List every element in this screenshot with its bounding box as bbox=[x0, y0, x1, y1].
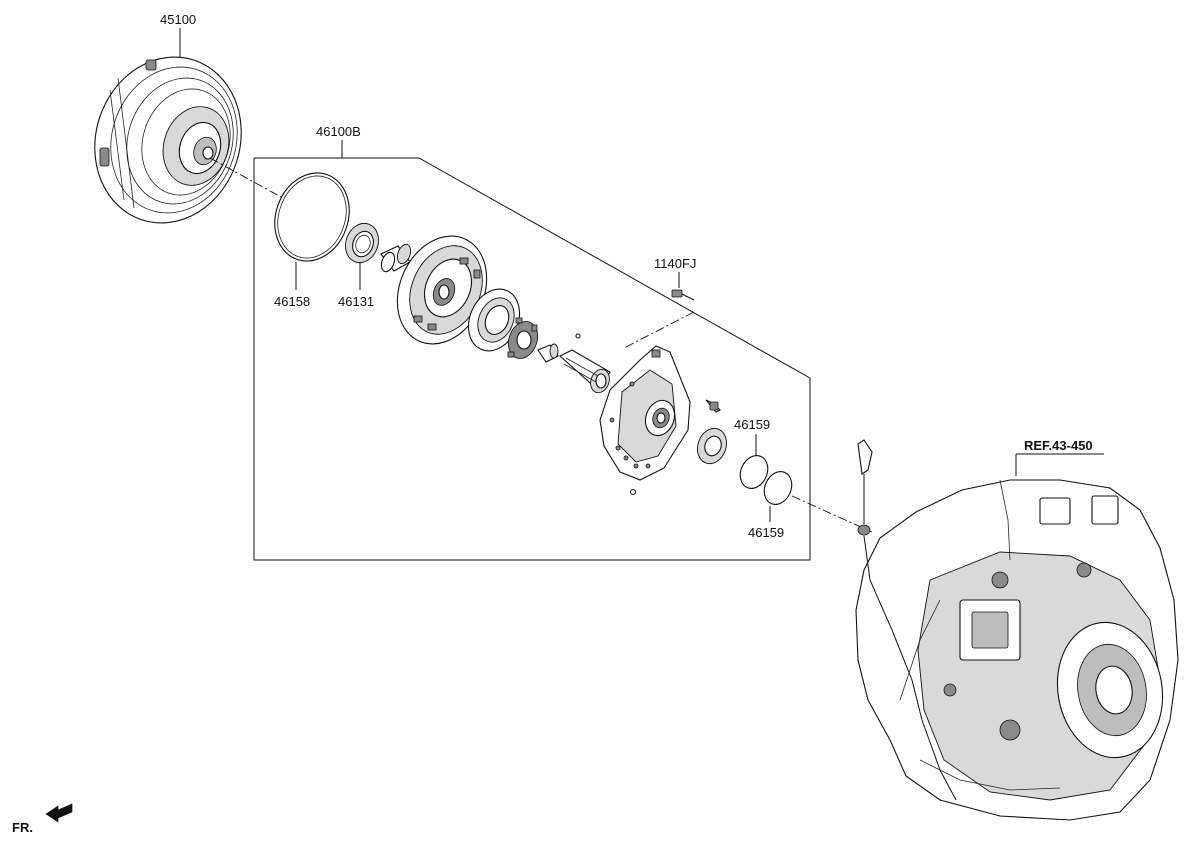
label-46158: 46158 bbox=[274, 294, 310, 309]
pump-cover-plate-drawing[interactable] bbox=[381, 222, 503, 358]
front-indicator-label: FR. bbox=[12, 820, 33, 835]
axis-bolt-to-housing bbox=[623, 311, 695, 349]
oil-seal-46131-drawing[interactable] bbox=[340, 219, 384, 268]
seal-ring-46159-upper-drawing[interactable] bbox=[735, 451, 773, 493]
housing-bolt-drawing[interactable] bbox=[705, 399, 721, 413]
bolt-1140fj-drawing[interactable] bbox=[671, 289, 695, 301]
axis-converter-to-pump bbox=[209, 157, 293, 204]
label-45100: 45100 bbox=[160, 12, 196, 27]
axis-pump-to-transmission bbox=[791, 495, 873, 533]
o-ring-46158-drawing[interactable] bbox=[263, 162, 361, 271]
transmission-case-drawing[interactable] bbox=[855, 479, 1179, 821]
outer-gear-drawing[interactable] bbox=[459, 281, 529, 359]
dipstick-drawing[interactable] bbox=[857, 439, 957, 801]
label-46100b: 46100B bbox=[316, 124, 361, 139]
seal-ring-46159-lower-drawing[interactable] bbox=[759, 467, 797, 509]
torque-converter-drawing[interactable] bbox=[74, 38, 263, 242]
label-46131: 46131 bbox=[338, 294, 374, 309]
label-ref-43-450: REF.43-450 bbox=[1024, 438, 1093, 453]
label-1140fj: 1140FJ bbox=[654, 256, 696, 271]
label-46159-lower: 46159 bbox=[748, 525, 784, 540]
front-seal-drawing[interactable] bbox=[693, 424, 732, 467]
inner-gear-drawing[interactable] bbox=[503, 317, 542, 362]
small-pin-lower[interactable] bbox=[629, 488, 637, 496]
stator-shaft-drawing[interactable] bbox=[559, 349, 613, 395]
assembly-bracket-46100b bbox=[253, 157, 811, 561]
pump-housing-drawing[interactable] bbox=[599, 345, 691, 481]
small-pin-upper[interactable] bbox=[575, 333, 581, 339]
label-46159-upper: 46159 bbox=[734, 417, 770, 432]
small-bushing-drawing[interactable] bbox=[537, 343, 559, 363]
front-arrow-icon bbox=[45, 803, 73, 823]
